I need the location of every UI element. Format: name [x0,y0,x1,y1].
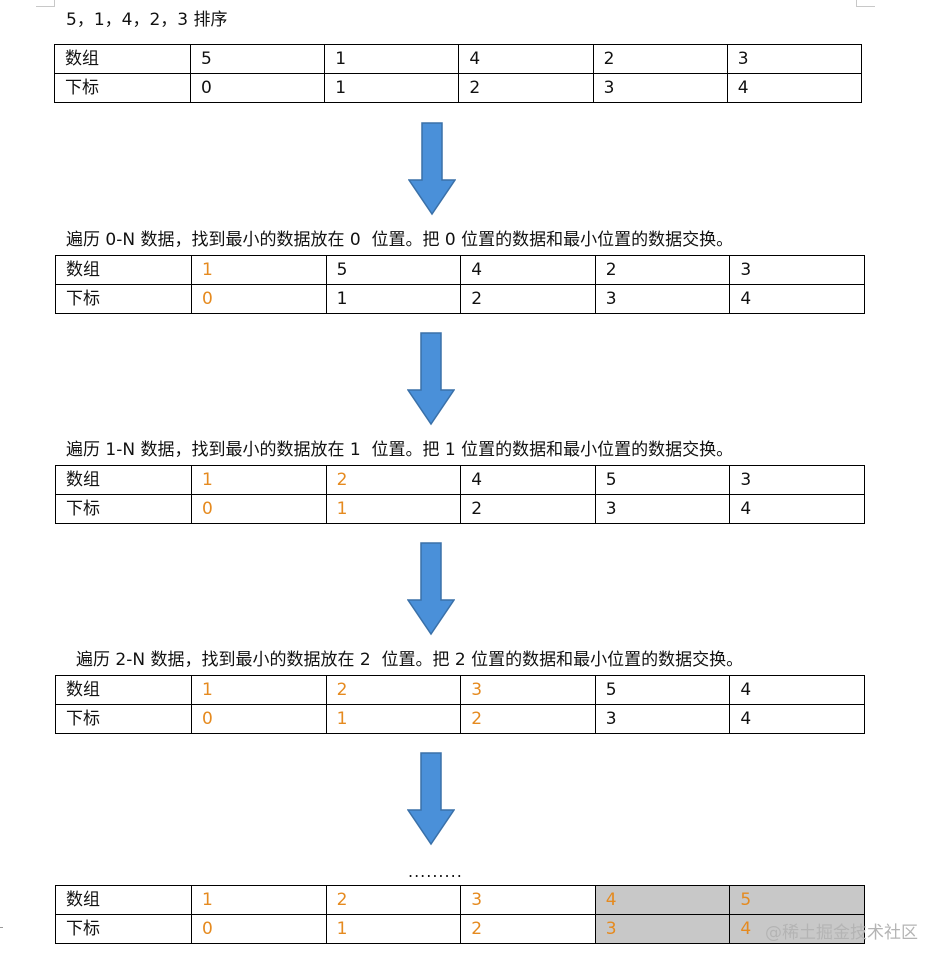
watermark: @稀土掘金技术社区 [765,923,918,943]
index-value-cell: 1 [325,284,462,314]
row-label-array: 数组 [55,255,192,285]
row-label-array: 数组 [54,44,191,74]
index-value-cell: 2 [460,284,596,314]
index-value-cell: 0 [191,704,327,734]
array-value-cell: 4 [460,255,596,285]
row-label-array: 数组 [55,885,192,915]
down-arrow-icon [408,122,456,216]
index-value-cell: 3 [594,914,731,944]
array-table-final: 数组 1 2 3 4 5 下标 0 1 2 3 4 [55,885,865,944]
index-value-cell: 3 [592,73,728,103]
index-value-cell: 2 [460,914,596,944]
array-value-cell: 5 [325,255,462,285]
array-row: 数组 1 2 3 4 5 [55,885,865,915]
array-table-step-2: 数组 1 2 4 5 3 下标 0 1 2 3 4 [55,465,865,524]
array-value-cell: 5 [729,885,865,915]
row-label-index: 下标 [55,284,192,314]
array-table-step-1: 数组 1 5 4 2 3 下标 0 1 2 3 4 [55,255,865,314]
array-value-cell: 1 [191,675,327,705]
index-row: 下标 0 1 2 3 4 [55,494,865,524]
row-label-index: 下标 [55,914,192,944]
index-value-cell: 4 [729,284,865,314]
index-value-cell: 0 [191,494,327,524]
index-row: 下标 0 1 2 3 4 [55,704,865,734]
array-value-cell: 2 [325,675,462,705]
index-value-cell: 3 [594,704,731,734]
array-row: 数组 1 2 3 5 4 [55,675,865,705]
index-row: 下标 0 1 2 3 4 [55,914,865,944]
down-arrow-icon [407,752,455,846]
array-value-cell: 5 [189,44,326,74]
page-corner-mark-right [856,0,875,7]
array-table-step-3: 数组 1 2 3 5 4 下标 0 1 2 3 4 [55,675,865,734]
index-value-cell: 0 [191,914,327,944]
array-value-cell: 3 [729,255,865,285]
row-label-array: 数组 [55,465,192,495]
index-value-cell: 2 [460,704,596,734]
array-value-cell: 4 [458,44,594,74]
step-caption-1: 遍历 0-N 数据，找到最小的数据放在 0 位置。把 0 位置的数据和最小位置的… [66,230,734,250]
index-row: 下标 0 1 2 3 4 [54,73,863,103]
margin-tick [0,927,3,928]
index-value-cell: 0 [189,73,326,103]
index-row: 下标 0 1 2 3 4 [55,284,865,314]
index-value-cell: 4 [729,704,865,734]
row-label-index: 下标 [55,494,192,524]
step-caption-2: 遍历 1-N 数据，找到最小的数据放在 1 位置。把 1 位置的数据和最小位置的… [66,440,734,460]
index-value-cell: 2 [460,494,596,524]
step-caption-3: 遍历 2-N 数据，找到最小的数据放在 2 位置。把 2 位置的数据和最小位置的… [76,650,744,670]
index-value-cell: 1 [325,494,462,524]
down-arrow-icon [407,332,455,426]
array-row: 数组 1 2 4 5 3 [55,465,865,495]
array-value-cell: 1 [324,44,460,74]
page-corner-mark-left [36,0,55,7]
array-value-cell: 4 [729,675,865,705]
array-value-cell: 5 [594,675,731,705]
row-label-index: 下标 [54,73,191,103]
row-label-array: 数组 [55,675,192,705]
index-value-cell: 1 [325,914,462,944]
index-value-cell: 3 [594,494,731,524]
array-row: 数组 1 5 4 2 3 [55,255,865,285]
array-value-cell: 3 [460,675,596,705]
ellipsis-dots: ......... [408,862,463,881]
index-value-cell: 0 [191,284,327,314]
array-value-cell: 4 [594,885,731,915]
array-value-cell: 1 [191,885,327,915]
array-value-cell: 3 [729,465,865,495]
array-value-cell: 3 [726,44,863,74]
array-value-cell: 2 [594,255,731,285]
array-table-initial: 数组 5 1 4 2 3 下标 0 1 2 3 4 [54,44,863,103]
array-value-cell: 2 [592,44,728,74]
index-value-cell: 1 [325,704,462,734]
index-value-cell: 2 [458,73,594,103]
down-arrow-icon [407,542,455,636]
step-caption-initial: 5，1，4，2，3 排序 [66,10,228,30]
array-value-cell: 3 [460,885,596,915]
array-value-cell: 2 [325,465,462,495]
array-value-cell: 5 [594,465,731,495]
index-value-cell: 4 [726,73,863,103]
index-value-cell: 4 [729,494,865,524]
array-value-cell: 4 [460,465,596,495]
array-value-cell: 1 [191,465,327,495]
array-row: 数组 5 1 4 2 3 [54,44,863,74]
row-label-index: 下标 [55,704,192,734]
array-value-cell: 2 [325,885,462,915]
index-value-cell: 3 [594,284,731,314]
array-value-cell: 1 [191,255,327,285]
index-value-cell: 1 [324,73,460,103]
index-value-cell: 4 [729,914,865,944]
